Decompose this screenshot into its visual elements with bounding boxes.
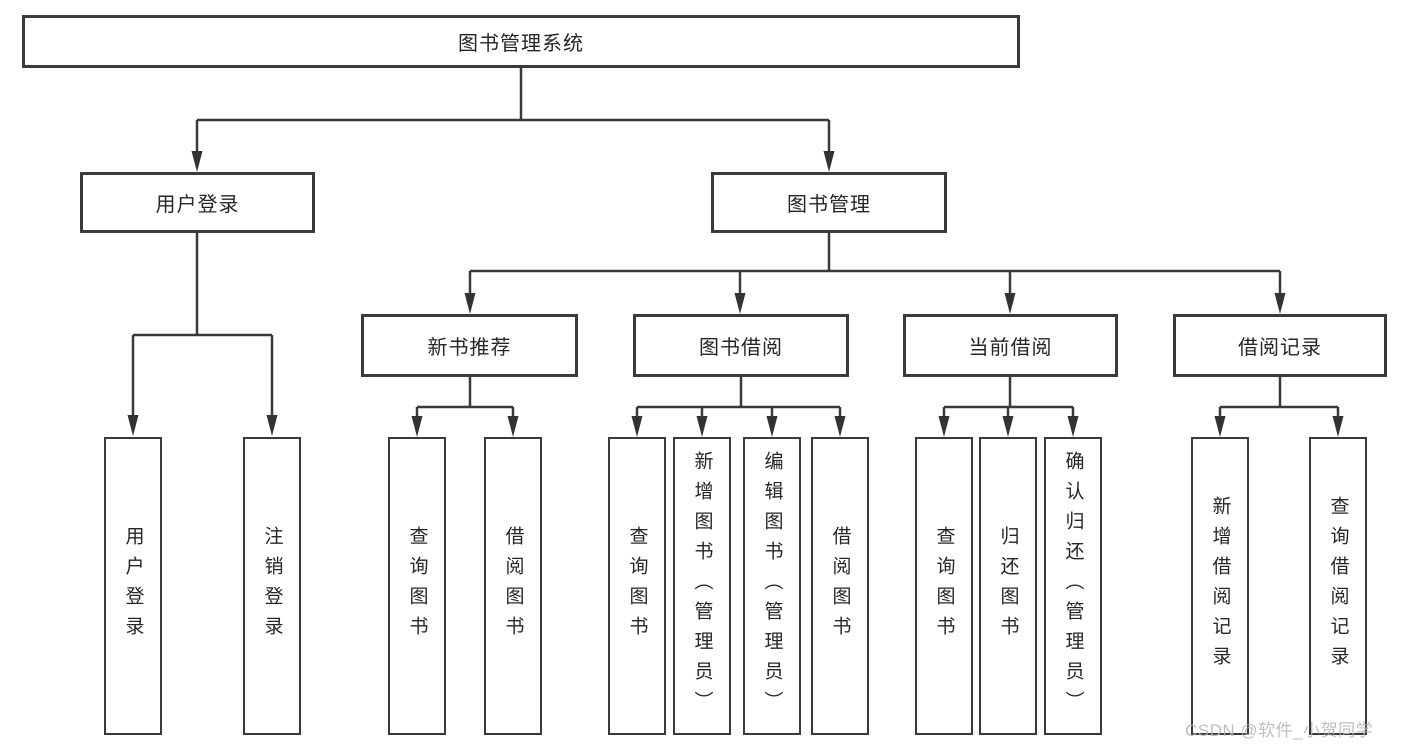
node-leaf-add-book-admin: 新增图书（管理员） xyxy=(673,437,731,735)
connector-root-to-level2 xyxy=(195,68,831,153)
node-root-label: 图书管理系统 xyxy=(458,33,584,55)
node-leaf-label: 查询图书 xyxy=(626,526,648,646)
node-user-login-label: 用户登录 xyxy=(155,194,240,216)
arrowheads xyxy=(127,151,1344,437)
node-leaf-label: 归还图书 xyxy=(997,526,1019,646)
csdn-watermark: CSDN @软件_小贺同学 xyxy=(1185,721,1374,740)
connector-user-login-children xyxy=(131,233,274,418)
node-leaf-label: 查询图书 xyxy=(933,526,955,646)
node-leaf-label: 借阅图书 xyxy=(502,526,524,646)
node-leaf-confirm-return-admin: 确认归还（管理员） xyxy=(1044,437,1102,735)
node-book-borrow: 图书借阅 xyxy=(633,314,849,377)
node-leaf-borrow-books-2: 借阅图书 xyxy=(811,437,869,735)
node-current-borrow: 当前借阅 xyxy=(903,314,1118,377)
node-borrow-record-label: 借阅记录 xyxy=(1238,337,1322,359)
node-leaf-query-borrow-record: 查询借阅记录 xyxy=(1309,437,1367,735)
node-leaf-query-books-2: 查询图书 xyxy=(608,437,666,735)
node-book-borrow-label: 图书借阅 xyxy=(699,337,783,359)
node-leaf-return-book: 归还图书 xyxy=(979,437,1037,735)
node-leaf-label: 确认归还（管理员） xyxy=(1062,451,1084,721)
node-borrow-record: 借阅记录 xyxy=(1173,314,1387,377)
connector-current-borrow-children xyxy=(942,377,1075,418)
node-book-management-label: 图书管理 xyxy=(787,194,871,216)
node-leaf-logout: 注销登录 xyxy=(243,437,301,735)
node-root: 图书管理系统 xyxy=(22,15,1020,68)
node-leaf-label: 借阅图书 xyxy=(829,526,851,646)
node-leaf-user-login: 用户登录 xyxy=(104,437,162,735)
connector-book-borrow-children xyxy=(635,377,842,418)
node-user-login: 用户登录 xyxy=(80,172,315,233)
node-leaf-label: 注销登录 xyxy=(261,526,283,646)
node-leaf-label: 编辑图书（管理员） xyxy=(761,451,783,721)
node-leaf-edit-book-admin: 编辑图书（管理员） xyxy=(743,437,801,735)
node-new-book-recommend-label: 新书推荐 xyxy=(427,337,512,359)
node-leaf-label: 查询图书 xyxy=(406,526,428,646)
node-leaf-add-borrow-record: 新增借阅记录 xyxy=(1191,437,1249,735)
node-leaf-label: 新增图书（管理员） xyxy=(691,451,713,721)
node-leaf-query-books-3: 查询图书 xyxy=(915,437,973,735)
node-leaf-label: 用户登录 xyxy=(122,526,144,646)
node-leaf-label: 新增借阅记录 xyxy=(1209,496,1231,676)
node-leaf-label: 查询借阅记录 xyxy=(1327,496,1349,676)
connector-borrow-record-children xyxy=(1218,377,1340,418)
connector-book-management-children xyxy=(468,233,1282,296)
node-leaf-query-books-1: 查询图书 xyxy=(388,437,446,735)
node-leaf-borrow-books-1: 借阅图书 xyxy=(484,437,542,735)
node-book-management: 图书管理 xyxy=(711,172,947,233)
connector-new-book-recommend-children xyxy=(415,377,515,418)
node-new-book-recommend: 新书推荐 xyxy=(361,314,578,377)
node-current-borrow-label: 当前借阅 xyxy=(968,337,1053,359)
